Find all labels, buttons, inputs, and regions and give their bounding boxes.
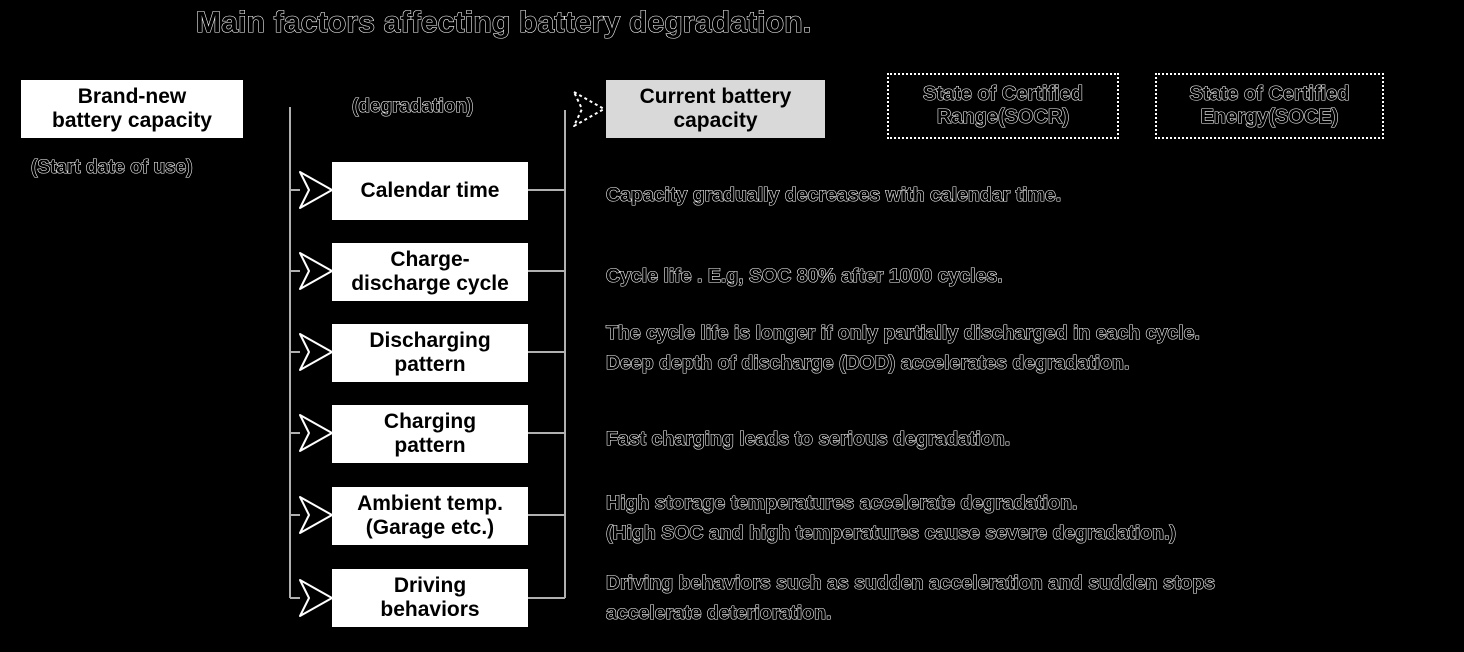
current-capacity-label: Current battery capacity [639,85,792,132]
start-date-caption: (Start date of use) [30,156,193,178]
factor-description-charging-pattern: Fast charging leads to serious degradati… [605,427,1011,450]
factor-label: Discharging pattern [369,329,491,376]
factor-description-charge-discharge-cycle: Cycle life . E.g, SOC 80% after 1000 cyc… [605,264,1003,287]
factor-label: Ambient temp. (Garage etc.) [357,492,503,539]
brand-new-capacity-label: Brand-new battery capacity [52,85,212,132]
brand-new-capacity-box: Brand-new battery capacity [21,80,243,138]
factor-box-driving-behaviors: Driving behaviors [332,569,528,627]
factor-description-ambient-temp: High storage temperatures accelerate deg… [605,491,1176,545]
socr-box: State of Certified Range(SOCR) [887,73,1119,139]
socr-label: State of Certified Range(SOCR) [922,82,1084,128]
soce-box: State of Certified Energy(SOCE) [1155,73,1384,139]
factor-box-calendar-time: Calendar time [332,162,528,220]
factor-description-driving-behaviors: Driving behaviors such as sudden acceler… [605,571,1215,625]
current-capacity-box: Current battery capacity [606,80,825,138]
factor-box-charging-pattern: Charging pattern [332,405,528,463]
factor-description-calendar-time: Capacity gradually decreases with calend… [605,183,1062,206]
degradation-label: (degradation) [351,95,474,117]
arrow-right-icon [573,91,605,127]
factor-label: Driving behaviors [380,574,480,621]
factor-box-ambient-temp: Ambient temp. (Garage etc.) [332,487,528,545]
factor-box-discharging-pattern: Discharging pattern [332,324,528,382]
factor-label: Charge- discharge cycle [351,248,509,295]
soce-label: State of Certified Energy(SOCE) [1189,82,1350,128]
factor-label: Calendar time [360,179,500,203]
factor-box-charge-discharge-cycle: Charge- discharge cycle [332,243,528,301]
factor-description-discharging-pattern: The cycle life is longer if only partial… [605,321,1200,375]
page-title: Main factors affecting battery degradati… [195,5,812,39]
factor-label: Charging pattern [383,410,477,457]
